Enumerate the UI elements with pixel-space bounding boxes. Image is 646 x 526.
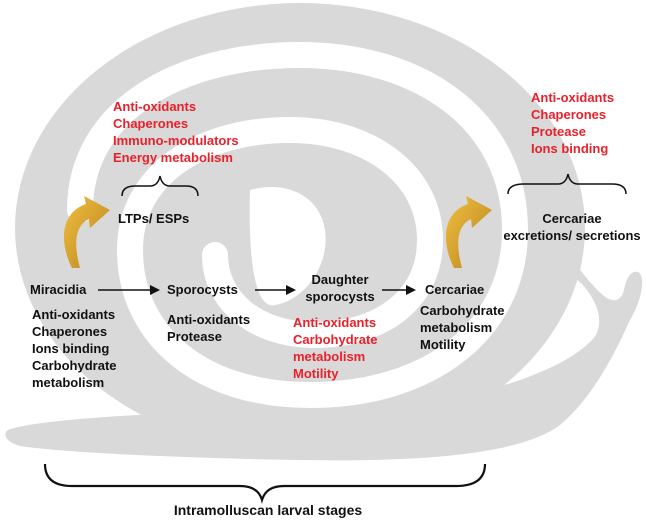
label-line: Daughter xyxy=(311,272,369,287)
function-item: Anti-oxidants xyxy=(167,312,251,327)
ltps-esps-label: LTPs/ ESPs xyxy=(118,211,190,226)
cercariae-excretions-label: Cercariae excretions/ secretions xyxy=(502,210,642,244)
snail-shell xyxy=(15,3,585,453)
function-item: Immuno-modulators xyxy=(113,133,239,148)
stage-arrows xyxy=(98,285,416,295)
brace-larval-stages xyxy=(43,463,487,504)
function-item: Protease xyxy=(531,124,586,139)
function-item: Chaperones xyxy=(531,107,607,122)
label-line: sporocysts xyxy=(305,289,375,304)
function-item: Energy metabolism xyxy=(113,150,233,165)
function-item: Anti-oxidants xyxy=(32,307,116,322)
brace-ltps xyxy=(121,175,199,197)
feedback-arrow-left xyxy=(63,196,110,268)
ltps-function-list: Anti-oxidants Chaperones Immuno-modulato… xyxy=(113,98,239,166)
function-item: Ions binding xyxy=(531,141,609,156)
function-item: Protease xyxy=(167,329,222,344)
cercariae-functions: Carbohydrate metabolism Motility xyxy=(420,302,505,353)
function-item: Motility xyxy=(420,337,466,352)
label-line: excretions/ secretions xyxy=(503,228,641,243)
function-item: Ions binding xyxy=(32,341,110,356)
function-item: Anti-oxidants xyxy=(293,315,377,330)
function-item: metabolism xyxy=(32,375,105,390)
function-item: Carbohydrate xyxy=(32,358,117,373)
daughter-sporocysts-functions: Anti-oxidants Carbohydrate metabolism Mo… xyxy=(293,314,378,382)
function-item: Carbohydrate xyxy=(293,332,378,347)
stage-miracidia: Miracidia xyxy=(30,282,87,297)
function-item: metabolism xyxy=(293,349,366,364)
function-item: Chaperones xyxy=(32,324,108,339)
label-line: Cercariae xyxy=(542,211,602,226)
miracidia-functions: Anti-oxidants Chaperones Ions binding Ca… xyxy=(32,306,117,391)
function-item: Carbohydrate xyxy=(420,303,505,318)
excretion-function-list: Anti-oxidants Chaperones Protease Ions b… xyxy=(531,89,614,157)
function-item: metabolism xyxy=(420,320,493,335)
brace-excretions xyxy=(507,173,627,195)
function-item: Anti-oxidants xyxy=(113,99,197,114)
stage-cercariae: Cercariae xyxy=(425,282,485,297)
stage-daughter-sporocysts: Daughter sporocysts xyxy=(290,271,390,305)
stage-sporocysts: Sporocysts xyxy=(167,282,238,297)
function-item: Chaperones xyxy=(113,116,189,131)
sporocysts-functions: Anti-oxidants Protease xyxy=(167,311,250,345)
snail-foot xyxy=(5,256,643,461)
function-item: Anti-oxidants xyxy=(531,90,615,105)
function-item: Motility xyxy=(293,366,339,381)
larval-stages-title: Intramolluscan larval stages xyxy=(173,502,363,518)
feedback-arrow-right xyxy=(445,196,492,268)
